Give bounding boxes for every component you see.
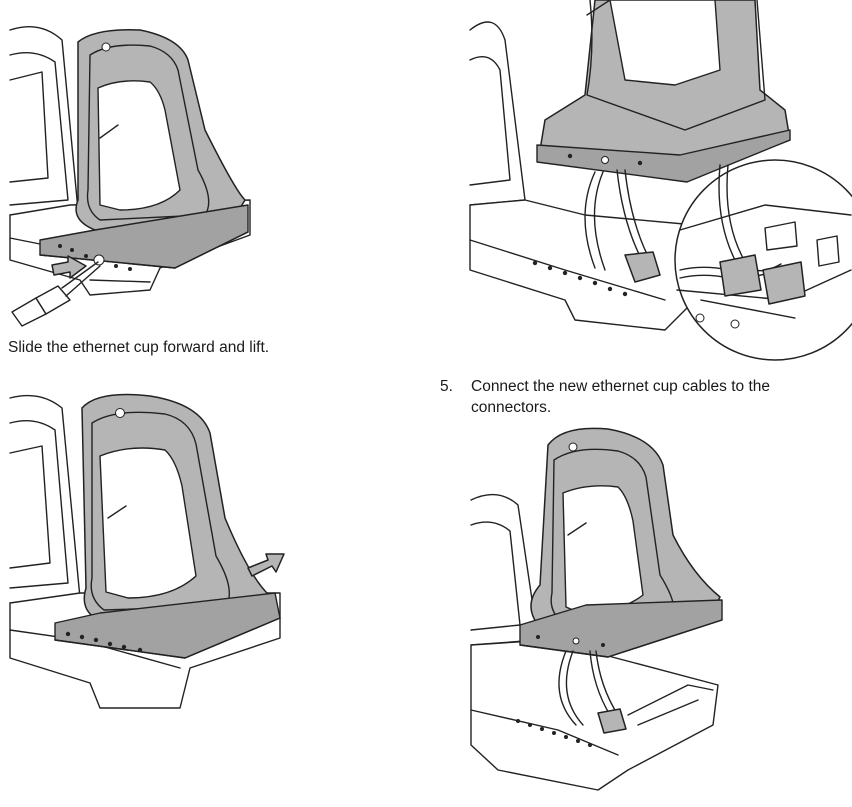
step-text: Connect the new ethernet cup cables to t… (471, 378, 771, 416)
step-number: 5. (440, 378, 453, 395)
illustration-connect-cables (468, 425, 723, 795)
illustration-cable-detail (465, 0, 852, 362)
illustration-remove-screw (0, 0, 270, 330)
caption-slide-ethernet-cup: Slide the ethernet cup forward and lift. (8, 339, 270, 356)
illustration-slide-cup (0, 378, 300, 713)
